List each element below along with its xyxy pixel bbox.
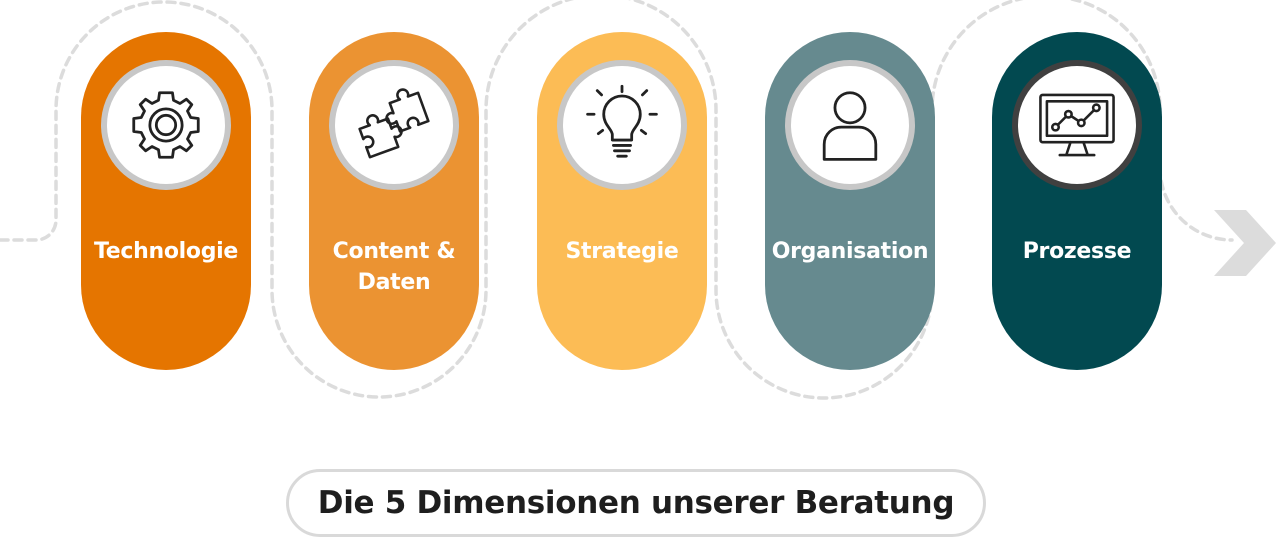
dimension-label: Strategie bbox=[565, 239, 679, 264]
monitor-chart-icon bbox=[1039, 93, 1115, 157]
icon-badge bbox=[785, 60, 915, 190]
dimension-label: Content & Daten bbox=[332, 239, 456, 295]
icon-badge bbox=[329, 60, 459, 190]
puzzle-icon bbox=[358, 88, 430, 159]
icon-badge bbox=[557, 60, 687, 190]
gear-icon bbox=[132, 91, 200, 159]
icon-badge bbox=[101, 60, 231, 190]
dimension-prozesse: Prozesse bbox=[992, 32, 1162, 370]
dimension-technologie: Technologie bbox=[81, 32, 251, 370]
dimension-label: Technologie bbox=[93, 239, 239, 264]
dimension-organisation: Organisation bbox=[765, 32, 935, 370]
dimension-label: Organisation bbox=[771, 239, 929, 264]
dimension-label: Prozesse bbox=[1022, 239, 1132, 264]
dimension-content-daten: Content & Daten bbox=[309, 32, 479, 370]
lightbulb-icon bbox=[586, 84, 658, 158]
icon-badge bbox=[1012, 60, 1142, 190]
person-icon bbox=[822, 91, 878, 161]
caption-box: Die 5 Dimensionen unserer Beratung bbox=[286, 469, 986, 537]
chevron-right-icon bbox=[1214, 210, 1276, 276]
dimension-strategie: Strategie bbox=[537, 32, 707, 370]
caption-title: Die 5 Dimensionen unserer Beratung bbox=[317, 485, 955, 521]
